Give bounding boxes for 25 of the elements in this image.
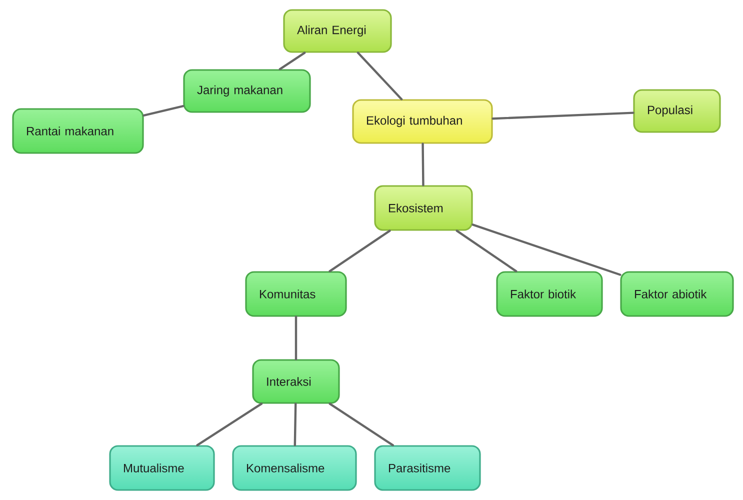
concept-box: Jaring makanan xyxy=(183,69,311,113)
connector-line xyxy=(278,52,306,70)
connector-line xyxy=(422,142,424,186)
connector-line xyxy=(456,230,518,272)
concept-box: Populasi xyxy=(633,89,721,133)
connector-line xyxy=(294,402,297,446)
connector-line xyxy=(492,112,634,120)
concept-box: Faktor abiotik xyxy=(620,271,734,317)
concept-box: Interaksi xyxy=(252,359,340,404)
concept-box: Komensalisme xyxy=(232,445,357,491)
concept-box: Ekologi tumbuhan xyxy=(352,99,493,144)
connector-line xyxy=(294,316,298,360)
connector-line xyxy=(356,52,403,100)
concept-box: Parasitisme xyxy=(374,445,481,491)
concept-box: Rantai makanan xyxy=(12,108,144,154)
connector-line xyxy=(142,105,184,117)
concept-box: Mutualisme xyxy=(109,445,215,491)
connector-line xyxy=(328,402,394,446)
connector-line xyxy=(472,224,622,276)
concept-box: Ekosistem xyxy=(374,185,473,231)
concept-box: Faktor biotik xyxy=(496,271,603,317)
concept-box: Komunitas xyxy=(245,271,347,317)
concept-box: Aliran Energi xyxy=(283,9,392,53)
connector-line xyxy=(328,230,391,272)
connector-line xyxy=(196,402,263,446)
